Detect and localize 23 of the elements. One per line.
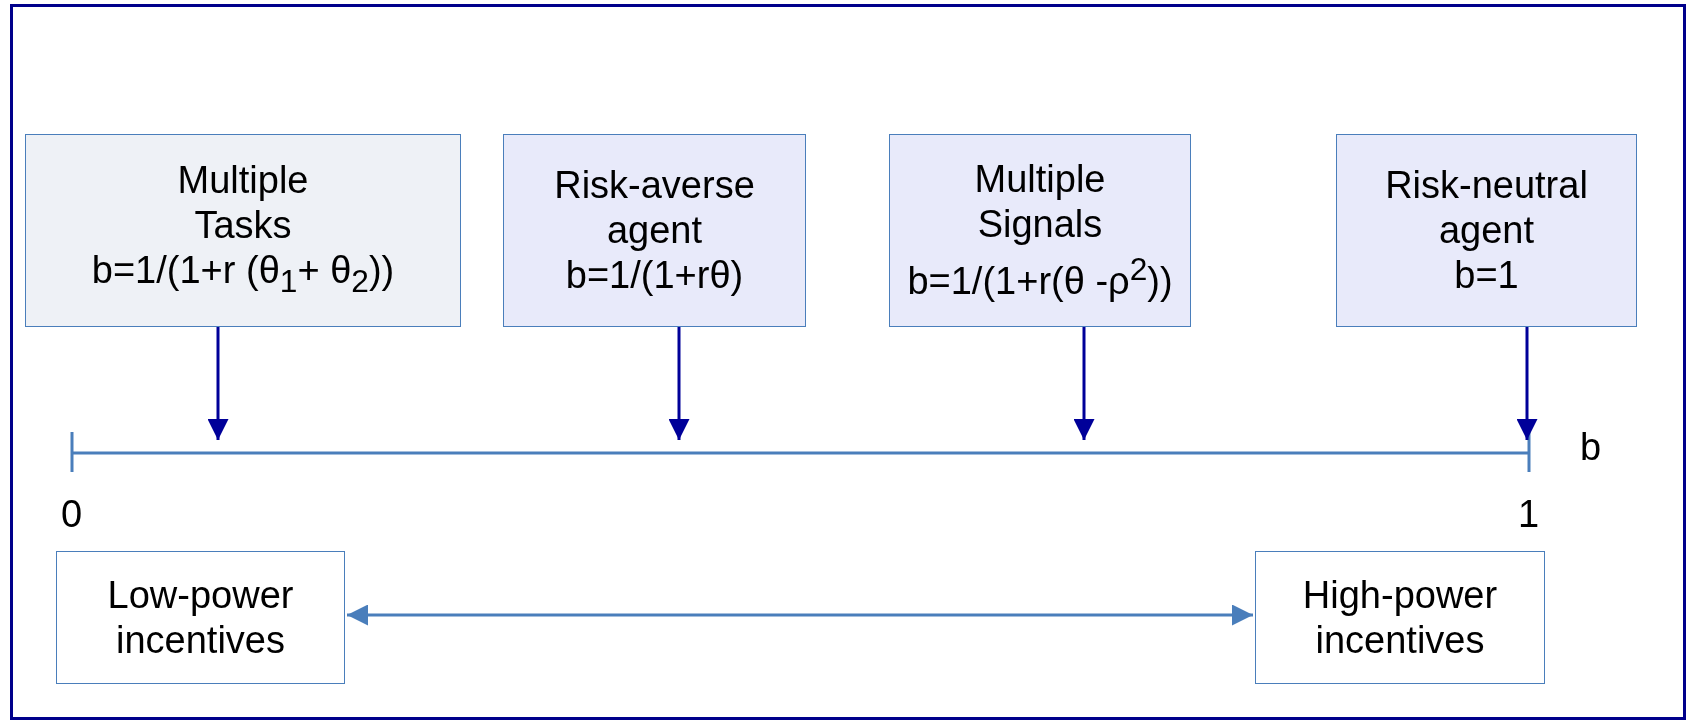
- scale-axis: [70, 432, 1531, 472]
- formula-text: b=1/(1+rθ): [565, 253, 744, 298]
- label-box: [56, 551, 345, 684]
- axis-label: b: [1580, 425, 1602, 470]
- formula-text: b=1/(1+r (θ$_{1}$+ θ$_{2}$)): [91, 247, 395, 301]
- box-title: Multiple Tasks: [176, 157, 310, 248]
- arrow: [1073, 327, 1095, 440]
- arrow: [207, 327, 229, 440]
- label-box: [1336, 134, 1637, 327]
- formula-text: b=1: [1454, 253, 1519, 298]
- label-box: [503, 134, 806, 327]
- double-arrow: [347, 604, 1253, 626]
- tick-label: 0: [61, 492, 83, 537]
- tick-label: 1: [1518, 492, 1540, 537]
- label-box: [25, 134, 461, 327]
- box-title: Multiple Signals: [973, 157, 1107, 248]
- formula-text: b=1/(1+r(θ -ρ$^{2}$)): [907, 250, 1173, 304]
- box-title: High-power incentives: [1301, 572, 1499, 663]
- box-title: Low-power incentives: [106, 572, 295, 663]
- label-box: [1255, 551, 1545, 684]
- arrow: [668, 327, 690, 440]
- label-box: [889, 134, 1191, 327]
- arrow: [1516, 327, 1538, 440]
